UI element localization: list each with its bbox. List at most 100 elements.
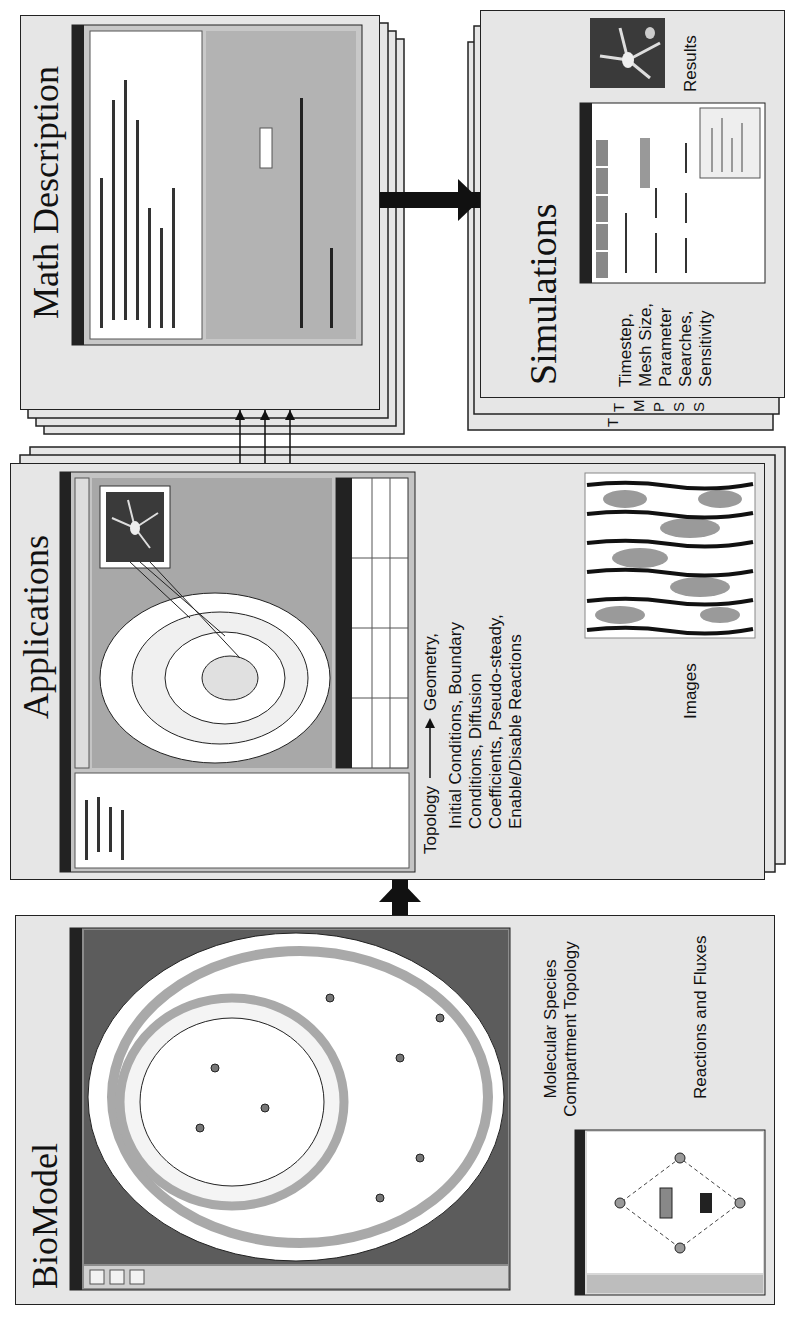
tool-bar (84, 1266, 508, 1288)
cell-blob (670, 577, 730, 597)
tree-line (172, 188, 175, 328)
panel-note: Images (681, 663, 701, 719)
geometry-image (106, 492, 164, 562)
cell-border (587, 599, 753, 605)
cell-border (587, 483, 753, 489)
species-dot (436, 1014, 444, 1022)
species-dot (376, 1194, 384, 1202)
mapping-area (92, 478, 332, 768)
species-dot (735, 1198, 745, 1208)
compartment (202, 656, 258, 700)
math-panel: Math Description (20, 15, 380, 410)
screenshot-window (60, 472, 415, 872)
flow-arrow (380, 192, 480, 208)
text-line (685, 193, 687, 223)
table-header (336, 478, 352, 768)
species-dot (211, 1064, 219, 1072)
canvas (84, 930, 508, 1264)
panel-note: Molecular Species Compartment Topology (541, 934, 581, 1124)
species-dot (396, 1054, 404, 1062)
reaction-box (660, 1188, 672, 1218)
tab-strip (75, 478, 89, 768)
tree-panel (75, 773, 409, 868)
cell-blob (698, 490, 742, 508)
tool-button (596, 168, 608, 194)
equation-line (300, 98, 303, 328)
tree-line (109, 807, 112, 852)
species-dot (675, 1153, 685, 1163)
cell-blob (612, 548, 668, 568)
tree-line (148, 208, 151, 328)
tool-button (596, 196, 608, 222)
panel-title: Applications (15, 535, 57, 719)
compartment (88, 933, 504, 1261)
reaction-path (620, 1158, 740, 1248)
screenshot-window (580, 103, 765, 283)
arrow-head (425, 718, 435, 728)
sheet-fragment: M (629, 400, 649, 413)
neuron-shape (112, 500, 158, 548)
sheet-fragment: S (669, 402, 689, 412)
tree-line (97, 797, 100, 852)
cell-blob (595, 606, 645, 624)
geometry-thumbnail (100, 486, 170, 568)
equation-line (330, 248, 333, 328)
tree-line (160, 228, 163, 328)
tree-panel (90, 31, 202, 339)
species-dot (615, 1198, 625, 1208)
sheet-fragment: P (649, 402, 669, 412)
simulation-panel: SimulationsTimestep, Mesh Size, Paramete… (480, 10, 785, 398)
text-line (625, 213, 627, 273)
screenshot-window (72, 25, 362, 345)
text-line (685, 238, 687, 273)
panel-fill (480, 10, 785, 398)
application-panel: ApplicationsTopologyGeometry,Initial Con… (10, 463, 765, 880)
compartment (140, 1018, 324, 1186)
mapping-arrow (429, 727, 431, 778)
panel-note: Results (681, 35, 701, 92)
tool-button (90, 1270, 104, 1284)
panel-note: Geometry, (421, 633, 441, 711)
screenshot-window (575, 1130, 765, 1295)
cell-border (587, 570, 753, 576)
sheet-fragment: T (603, 418, 623, 427)
mapping-arrow (264, 410, 266, 463)
screenshot-window (70, 928, 510, 1290)
cell-blob (603, 490, 647, 508)
species-dot (416, 1154, 424, 1162)
panel-fill (20, 15, 380, 410)
title-bar (72, 25, 84, 345)
compartment (165, 632, 285, 724)
neuron-shape (600, 28, 660, 78)
neuron-shape (645, 27, 655, 39)
panel-note: Timestep, Mesh Size, Parameter Searches,… (616, 292, 716, 387)
cell-image (585, 473, 755, 638)
table (336, 478, 408, 768)
cell-border (587, 541, 753, 547)
tree-line (112, 100, 115, 320)
title-bar (60, 472, 71, 872)
tool-button (110, 1270, 124, 1284)
tree-line (121, 810, 124, 860)
text-line (712, 118, 742, 172)
membrane-band (120, 998, 344, 1206)
flow-arrow (392, 880, 408, 915)
cell-blob (660, 518, 720, 538)
panel-title: Math Description (25, 66, 67, 319)
reaction-box (700, 1193, 712, 1213)
species-dot (261, 1104, 269, 1112)
tool-bar (587, 1275, 763, 1293)
panel-fill (15, 915, 775, 1305)
canvas (587, 1132, 763, 1273)
equation-area (206, 31, 356, 339)
membrane-band (112, 951, 488, 1243)
title-bar (70, 928, 82, 1290)
sheet-fragment: T (609, 403, 629, 412)
neuron-shape (130, 521, 140, 535)
mapping-arrow (239, 410, 241, 463)
tool-button (596, 224, 608, 250)
mapping-arrow (289, 410, 291, 463)
